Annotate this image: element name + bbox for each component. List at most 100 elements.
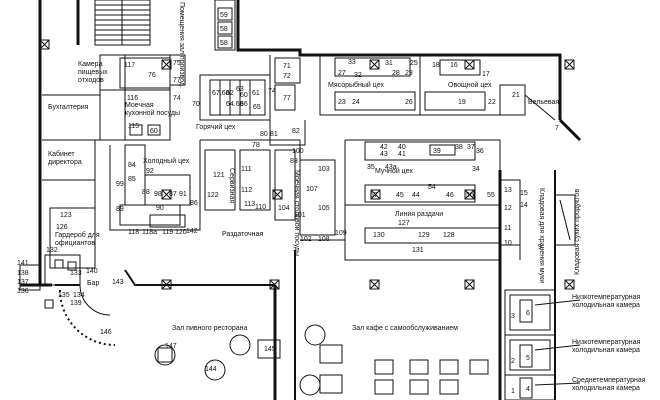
room-wardrobe-label: Гардероб для официантов: [55, 232, 100, 247]
room-beer-hall-label: Зал пивного ресторана: [172, 325, 248, 332]
equip-104: 104: [278, 205, 290, 212]
equip-63: 63: [236, 86, 244, 93]
equip-100: 100: [292, 148, 304, 155]
equip-112: 112: [241, 187, 253, 194]
equip-102: 102: [300, 236, 312, 243]
equip-24: 24: [352, 99, 360, 106]
equip-108: 108: [318, 236, 330, 243]
equip-131: 131: [412, 247, 424, 254]
equip-78: 78: [252, 142, 260, 149]
equip-99: 99: [116, 181, 124, 188]
equip-2: 2: [511, 358, 515, 365]
room-vegetable-shop-label: Овощной цех: [448, 82, 492, 89]
equip-89: 89: [116, 206, 124, 213]
equip-137: 137: [17, 279, 29, 286]
equip-42: 42: [380, 144, 388, 151]
equip-16: 16: [450, 62, 458, 69]
room-meat-shop-label: Мясорыбный цех: [328, 82, 384, 89]
equip-142: 142: [186, 228, 198, 235]
equip-84: 84: [128, 162, 136, 169]
equip-62: 62: [226, 90, 234, 97]
equip-141: 141: [17, 260, 29, 267]
room-low-temp-2-label: Низкотемпературная холодильная камера: [572, 339, 641, 354]
equip-126: 126: [56, 224, 68, 231]
equip-9: 9: [538, 244, 542, 251]
equip-146: 146: [100, 329, 112, 336]
room-cold-shop-label: Холодный цех: [143, 158, 190, 165]
equip-27: 27: [338, 70, 346, 77]
equip-1: 1: [511, 388, 515, 395]
equip-59: 59: [220, 12, 228, 19]
equip-22: 22: [488, 99, 496, 106]
equip-40: 40: [398, 144, 406, 151]
equip-81: 81: [270, 131, 278, 138]
equip-10: 10: [504, 240, 512, 247]
equip-83: 83: [290, 158, 298, 165]
equip-133: 133: [70, 270, 82, 277]
equip-26: 26: [405, 99, 413, 106]
equip-119: 119: [162, 229, 174, 236]
equip-118a: 118а: [142, 229, 158, 236]
equip-107: 107: [306, 186, 318, 193]
equip-15: 15: [520, 190, 528, 197]
equip-39: 39: [433, 148, 441, 155]
equip-67-68: 67.68: [212, 90, 230, 97]
equip-82: 82: [292, 128, 300, 135]
equip-92: 92: [146, 168, 154, 175]
equip-101: 101: [294, 212, 306, 219]
equip-58b: 58: [220, 40, 228, 47]
equip-14: 14: [520, 202, 528, 209]
equip-136: 136: [17, 288, 29, 295]
equip-144: 144: [205, 366, 217, 373]
room-mid-temp-label: Среднетемпературная холодильная камера: [572, 377, 646, 392]
equip-4: 4: [526, 386, 530, 393]
equip-145: 145: [264, 346, 276, 353]
equip-32: 32: [354, 72, 362, 79]
equip-72: 72: [283, 73, 291, 80]
equip-23: 23: [338, 99, 346, 106]
room-low-temp-1-label: Низкотемпературная холодильная камера: [572, 294, 641, 309]
equip-118: 118: [128, 229, 140, 236]
equip-43a: 43а: [385, 164, 397, 171]
equip-110: 110: [255, 204, 267, 211]
equip-109: 109: [335, 230, 347, 237]
equip-55: 55: [487, 192, 495, 199]
room-bar-label: Бар: [87, 280, 100, 287]
equip-98: 98: [154, 191, 162, 198]
equip-31: 31: [385, 60, 393, 67]
equip-134: 134: [73, 292, 85, 299]
equip-115: 115: [128, 123, 140, 130]
equip-135: 135: [58, 292, 70, 299]
room-director-label: Кабинет директора: [48, 151, 82, 166]
room-cafe-hall-label: Зал кафе с самообслуживанием: [352, 325, 458, 332]
equip-74: 74: [173, 95, 181, 102]
equip-123: 123: [60, 212, 72, 219]
equip-121: 121: [213, 172, 225, 179]
equip-36: 36: [476, 148, 484, 155]
room-distribution-label: Раздаточная: [222, 231, 264, 238]
equip-132: 132: [46, 247, 58, 254]
equip-103: 103: [318, 166, 330, 173]
room-pantry-flour-label: Кладовая для хранения муки: [538, 188, 545, 284]
equip-35: 35: [367, 164, 375, 171]
equip-5: 5: [526, 355, 530, 362]
equip-138: 138: [17, 270, 29, 277]
equip-147: 147: [165, 343, 177, 350]
room-washing-kitchen-label: Моечная кухонной посуды: [125, 102, 181, 117]
equip-66: 66: [240, 101, 248, 108]
equip-80: 80: [260, 131, 268, 138]
room-prod-hall-label: Помещения зал производ.: [178, 2, 185, 88]
equip-41: 41: [398, 151, 406, 158]
equip-60: 60: [240, 92, 248, 99]
equip-117: 117: [124, 62, 136, 69]
equip-21: 21: [512, 92, 520, 99]
equip-38: 38: [455, 144, 463, 151]
equip-25: 25: [410, 60, 418, 67]
equip-105: 105: [318, 205, 330, 212]
equip-75: 75: [173, 60, 181, 67]
equip-17: 17: [482, 71, 490, 78]
equip-37: 37: [467, 144, 475, 151]
equip-88: 88: [142, 189, 150, 196]
equip-56: 56: [466, 192, 474, 199]
equip-60b: 60: [150, 128, 158, 135]
